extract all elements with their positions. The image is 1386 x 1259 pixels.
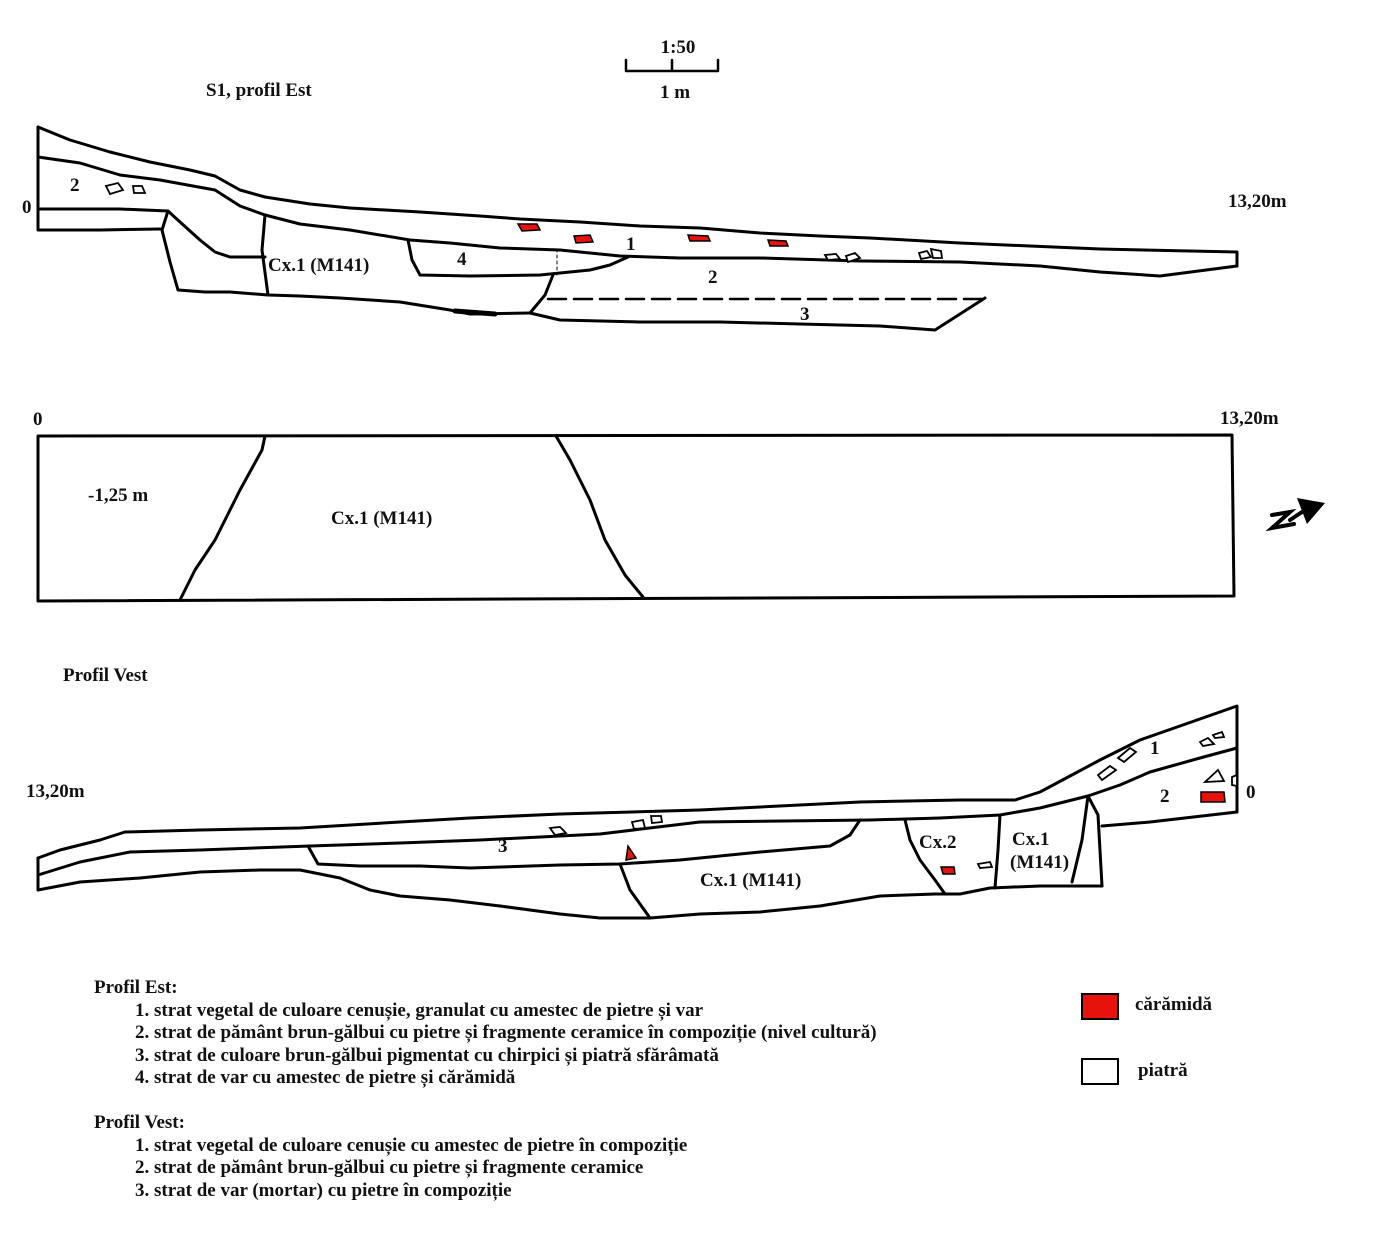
east-cx1-left bbox=[260, 213, 270, 297]
symbol-legend: cărămidă piatră bbox=[1081, 993, 1213, 1085]
legend-east-item: 1. strat vegetal de culoare cenușie, gra… bbox=[135, 1000, 704, 1021]
stone-symbols bbox=[104, 181, 944, 264]
north-arrow-icon bbox=[1265, 498, 1325, 532]
east-label-layer4: 4 bbox=[457, 249, 467, 270]
profile-west-left-mark: 13,20m bbox=[26, 781, 85, 802]
west-label-cx1: Cx.1 (M141) bbox=[700, 870, 801, 891]
east-zero-line bbox=[36, 125, 267, 259]
plan-cx1-label: Cx.1 (M141) bbox=[331, 508, 432, 529]
east-label-layer1: 1 bbox=[626, 234, 636, 255]
profile-west-title: Profil Vest bbox=[63, 665, 148, 686]
legend-east-item: 3. strat de culoare brun-gălbui pigmenta… bbox=[135, 1045, 719, 1066]
legend-west-title: Profil Vest: bbox=[94, 1112, 185, 1133]
east-cx1-bottom bbox=[266, 293, 532, 316]
scale-ratio: 1:50 bbox=[661, 37, 696, 58]
legend-east-item: 4. strat de var cu amestec de pietre și … bbox=[135, 1067, 516, 1088]
east-surface-line bbox=[36, 125, 1239, 268]
east-layer3-bottom bbox=[528, 296, 987, 332]
stone-symbols bbox=[548, 730, 1238, 869]
profile-east: S1, profil Est 0 13,20m 2 bbox=[22, 80, 1287, 332]
brick-label: cărămidă bbox=[1135, 994, 1213, 1015]
west-label-layer1: 1 bbox=[1150, 738, 1160, 759]
plan-right-mark: 13,20m bbox=[1220, 408, 1279, 429]
brick-symbols bbox=[625, 791, 1226, 875]
plan-depth-label: -1,25 m bbox=[88, 485, 148, 506]
east-cx1-right bbox=[528, 273, 555, 315]
west-label-cx2: Cx.2 bbox=[919, 832, 956, 853]
legend-west-item: 3. strat de var (mortar) cu pietre în co… bbox=[135, 1180, 512, 1201]
scale-bar: 1:50 1 m bbox=[624, 37, 720, 103]
profile-east-title: S1, profil Est bbox=[206, 80, 312, 101]
east-left-pit bbox=[160, 209, 270, 297]
east-label-layer2-left: 2 bbox=[70, 175, 80, 196]
stone-label: piatră bbox=[1138, 1060, 1188, 1081]
brick-swatch bbox=[1081, 993, 1119, 1020]
east-label-layer2: 2 bbox=[708, 267, 718, 288]
legend-west-item: 1. strat vegetal de culoare cenușie cu a… bbox=[135, 1135, 687, 1156]
west-label-layer2: 2 bbox=[1160, 786, 1170, 807]
west-label-cx1-small-1: Cx.1 bbox=[1012, 829, 1049, 850]
profile-east-left-mark: 0 bbox=[22, 197, 32, 218]
brick-symbols bbox=[516, 223, 790, 247]
plan-left-mark: 0 bbox=[33, 409, 43, 430]
profile-west: Profil Vest 13,20m 0 1 2 3 bbox=[26, 665, 1256, 920]
legend-west-item: 2. strat de pământ brun-gălbui cu pietre… bbox=[135, 1157, 643, 1178]
plan-view: 0 13,20m -1,25 m Cx.1 (M141) bbox=[33, 408, 1279, 603]
stone-swatch bbox=[1081, 1058, 1119, 1085]
east-layer4 bbox=[406, 238, 630, 278]
profile-west-right-mark: 0 bbox=[1246, 782, 1256, 803]
scale-length: 1 m bbox=[660, 82, 690, 103]
east-label-cx1: Cx.1 (M141) bbox=[268, 255, 369, 276]
west-label-cx1-small-2: (M141) bbox=[1010, 852, 1069, 873]
east-layer2-top bbox=[36, 155, 1239, 278]
profile-east-right-mark: 13,20m bbox=[1228, 191, 1287, 212]
west-label-layer3: 3 bbox=[498, 836, 508, 857]
legend-east-title: Profil Est: bbox=[94, 977, 178, 998]
layer-descriptions: Profil Est: 1. strat vegetal de culoare … bbox=[94, 977, 877, 1201]
east-label-layer3: 3 bbox=[800, 304, 810, 325]
legend-east-item: 2. strat de pământ brun-gălbui cu pietre… bbox=[135, 1022, 877, 1043]
